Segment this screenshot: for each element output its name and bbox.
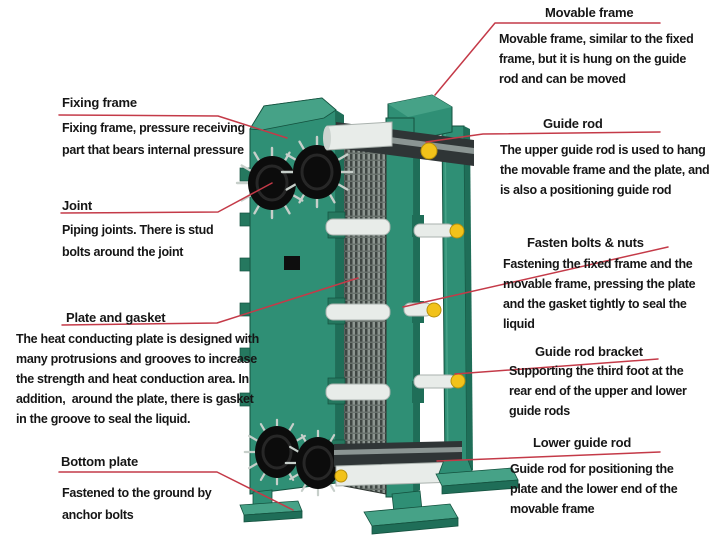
leader-bottom-plate	[58, 471, 294, 511]
callout-line: movable frame	[510, 502, 595, 516]
upper-rod-cap	[420, 142, 438, 160]
callout-line: part that bears internal pressure	[62, 143, 244, 157]
lower-guide-rod-part	[334, 441, 462, 487]
callout-line: and the gasket tightly to seal the	[503, 297, 687, 311]
callout-line: Fixing frame, pressure receiving	[62, 121, 245, 135]
leader-joint	[60, 182, 273, 214]
leader-movable-frame	[434, 22, 661, 96]
fixed-frame	[235, 97, 354, 497]
callout-title-fixing-frame: Fixing frame	[62, 95, 137, 110]
callout-body-joint: Piping joints. There is stud bolts aroun…	[62, 219, 214, 263]
callout-body-bottom-plate: Fastened to the ground by anchor bolts	[62, 482, 212, 526]
tightening-bolt-1	[325, 218, 465, 239]
callout-body-fixing-frame: Fixing frame, pressure receiving part th…	[62, 117, 245, 161]
callout-title-guide-rod: Guide rod	[543, 116, 603, 131]
callout-line: Fastening the fixed frame and the	[503, 257, 693, 271]
callout-line: the movable frame and the plate, and	[500, 163, 710, 177]
lower-port-left	[243, 418, 311, 486]
callout-body-movable-frame: Movable frame, similar to the fixed fram…	[499, 29, 694, 89]
callout-title-plate-gasket: Plate and gasket	[66, 310, 166, 325]
bottom-plate-front-foot	[239, 489, 303, 523]
callout-body-guide-rod-bracket: Supporting the third foot at the rear en…	[509, 361, 687, 421]
tightening-bolt-2	[325, 302, 442, 321]
callout-line: Movable frame, similar to the fixed	[499, 32, 694, 46]
leader-plate-gasket	[61, 277, 359, 326]
callout-title-bottom-plate: Bottom plate	[61, 454, 139, 469]
callout-line: The upper guide rod is used to hang	[500, 143, 706, 157]
callout-line: rear end of the upper and lower	[509, 384, 687, 398]
rear-post	[441, 125, 473, 473]
callout-line: plate and the lower end of the	[510, 482, 678, 496]
callout-body-lower-guide-rod: Guide rod for positioning the plate and …	[510, 459, 678, 519]
callout-title-fasten-bolts: Fasten bolts & nuts	[527, 235, 644, 250]
callout-line: anchor bolts	[62, 508, 134, 522]
callout-line: the strength and heat conduction area. I…	[16, 372, 249, 386]
leader-lines	[58, 22, 669, 511]
callout-line: The heat conducting plate is designed wi…	[16, 332, 259, 346]
leader-lower-guide-rod	[436, 451, 661, 462]
rear-foot	[435, 459, 519, 495]
callout-title-joint: Joint	[62, 198, 93, 213]
callout-line: Guide rod for positioning the	[510, 462, 674, 476]
callout-line: liquid	[503, 317, 535, 331]
callout-line: in the groove to seal the liquid.	[16, 412, 191, 426]
callout-title-guide-rod-bracket: Guide rod bracket	[535, 344, 643, 359]
frame-lugs	[239, 167, 251, 407]
callout-title-lower-guide-rod: Lower guide rod	[533, 435, 632, 450]
upper-guide-rod	[323, 121, 474, 166]
callout-line: Supporting the third foot at the	[509, 364, 684, 378]
callout-body-guide-rod: The upper guide rod is used to hang the …	[500, 140, 710, 200]
callout-line: addition, around the plate, there is gas…	[16, 392, 254, 406]
callout-title-movable-frame: Movable frame	[545, 5, 634, 20]
upper-port-right	[280, 135, 354, 209]
callout-line: is also a positioning guide rod	[500, 183, 672, 197]
leader-fasten-bolts	[402, 246, 669, 308]
leader-guide-rod	[425, 131, 661, 143]
callout-line: rod and can be moved	[499, 72, 626, 86]
nameplate	[284, 256, 300, 270]
callout-line: bolts around the joint	[62, 245, 184, 259]
callout-body-fasten-bolts: Fastening the fixed frame and the movabl…	[503, 254, 696, 334]
lower-port-right	[284, 429, 352, 497]
callout-line: many protrusions and grooves to increase	[16, 352, 257, 366]
callout-line: frame, but it is hung on the guide	[499, 52, 687, 66]
leader-fixing-frame	[58, 114, 288, 139]
callout-line: movable frame, pressing the plate	[503, 277, 696, 291]
middle-foot	[363, 490, 459, 535]
callout-line: Fastened to the ground by	[62, 486, 212, 500]
callout-body-plate-gasket: The heat conducting plate is designed wi…	[16, 329, 259, 429]
callout-line: Piping joints. There is stud	[62, 223, 214, 237]
callout-line: guide rods	[509, 404, 570, 418]
leader-guide-rod-bracket	[454, 358, 659, 375]
